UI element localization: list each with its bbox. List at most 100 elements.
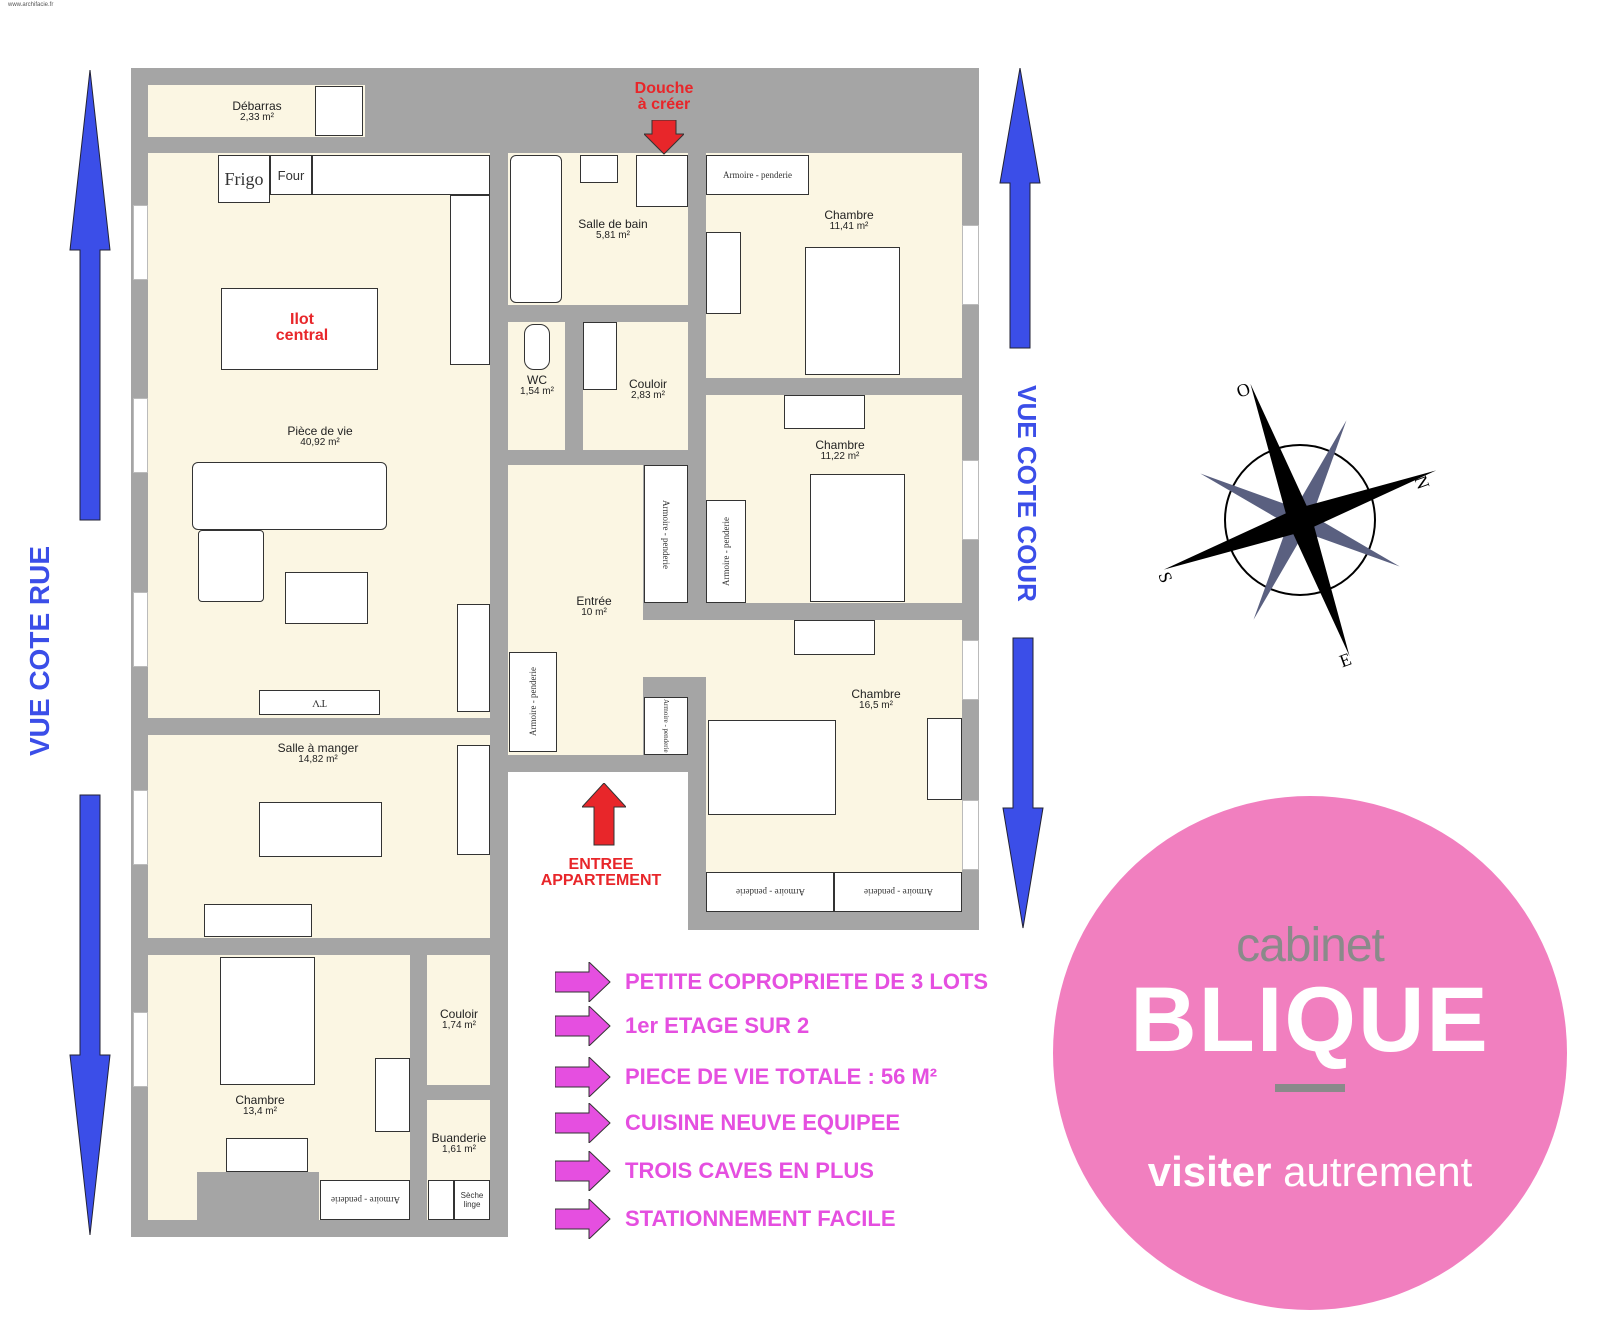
desk — [706, 232, 741, 314]
room-area: 5,81 m² — [596, 230, 630, 241]
room-name: Chambre — [235, 1093, 285, 1107]
sofa — [192, 462, 387, 530]
room-name: Buanderie — [431, 1131, 487, 1145]
compass-rose-icon — [1163, 383, 1437, 657]
window — [133, 398, 148, 473]
coffee-table — [285, 572, 368, 624]
wardrobe: Armoire - penderie — [706, 155, 809, 195]
cabinet — [927, 718, 962, 800]
logo-tagline-bold: visiter — [1147, 1148, 1272, 1195]
shower — [636, 155, 688, 207]
window — [133, 205, 148, 280]
central-island — [221, 288, 378, 370]
feature-item: 1er ETAGE SUR 2 — [555, 1006, 809, 1046]
room-area: 11,22 m² — [820, 451, 860, 462]
cabinet-blique-logo: cabinet BLIQUE visiter autrement — [1053, 796, 1567, 1310]
room-couloir-entree-ch3 — [643, 620, 706, 677]
logo-tagline-rest: autrement — [1283, 1148, 1473, 1195]
room-name: Salle de bain — [578, 217, 648, 231]
right-double-arrow — [999, 68, 1044, 929]
window — [133, 1012, 148, 1087]
room-area: 11,41 m² — [829, 221, 869, 232]
tv-label: TV — [312, 696, 327, 709]
room-name: Chambre — [824, 208, 874, 222]
entrance-label: ENTREE APPARTEMENT — [540, 856, 662, 889]
bed — [810, 474, 905, 602]
window — [133, 592, 148, 667]
room-name: Salle à manger — [277, 741, 359, 755]
pink-arrow-icon — [555, 1006, 611, 1046]
feature-item: CUISINE NEUVE EQUIPEE — [555, 1103, 900, 1143]
label-vue-cote-rue: VUE COTE RUE — [24, 545, 56, 757]
room-area: 1,74 m² — [442, 1020, 476, 1031]
logo-brand: BLIQUE — [1130, 969, 1490, 1071]
feature-text: 1er ETAGE SUR 2 — [625, 1013, 810, 1038]
pink-arrow-icon — [555, 1151, 611, 1191]
room-name: Pièce de vie — [287, 424, 353, 438]
kitchen-counter — [312, 155, 490, 195]
window — [133, 790, 148, 865]
sink — [580, 155, 618, 183]
left-double-arrow — [69, 70, 111, 1236]
bed — [805, 247, 900, 375]
room-area: 13,4 m² — [243, 1106, 277, 1117]
entrance-arrow-icon — [582, 783, 626, 846]
room-name: Couloir — [628, 377, 668, 391]
desk — [375, 1058, 410, 1132]
wardrobe: Armoire - penderie — [509, 652, 557, 752]
feature-text: STATIONNEMENT FACILE — [625, 1206, 896, 1231]
cabinet — [583, 322, 617, 390]
central-island-label: Ilot central — [275, 311, 329, 344]
wardrobe: Armoire - penderie — [706, 500, 746, 603]
pink-arrow-icon — [555, 1199, 611, 1239]
kitchen-counter-side — [450, 195, 490, 365]
logo-tagline: visiter autrement — [1053, 1148, 1567, 1196]
sofa-chaise — [198, 530, 264, 602]
toilet — [524, 324, 550, 370]
feature-text: PETITE COPROPRIETE DE 3 LOTS — [625, 969, 989, 994]
label-vue-cote-cour: VUE COTE COUR — [1011, 385, 1042, 602]
bathtub — [510, 155, 562, 303]
room-area: 1,61 m² — [442, 1144, 476, 1155]
window — [962, 225, 979, 305]
freezer-icon — [315, 86, 363, 136]
sideboard — [457, 745, 490, 855]
wardrobe: Armoire - penderie — [834, 872, 962, 912]
room-area: 16,5 m² — [859, 700, 893, 711]
window — [962, 460, 979, 540]
sideboard-low — [204, 904, 312, 937]
room-area: 1,54 m² — [520, 386, 554, 397]
room-area: 2,33 m² — [240, 112, 274, 123]
pink-arrow-icon — [555, 1103, 611, 1143]
tv-unit: TV — [259, 690, 380, 715]
window — [962, 640, 979, 700]
room-area: 10 m² — [581, 607, 607, 618]
feature-item: PETITE COPROPRIETE DE 3 LOTS — [555, 962, 988, 1002]
fridge: Frigo — [218, 155, 270, 203]
pink-arrow-icon — [555, 1057, 611, 1097]
desk — [784, 395, 865, 429]
feature-item: TROIS CAVES EN PLUS — [555, 1151, 874, 1191]
feature-text: PIECE DE VIE TOTALE : 56 M² — [625, 1064, 938, 1089]
room-name: Chambre — [851, 687, 901, 701]
wall-block — [197, 1172, 319, 1220]
room-area: 40,92 m² — [300, 437, 340, 448]
room-area: 2,83 m² — [631, 390, 665, 401]
window — [962, 800, 979, 870]
logo-underline — [1275, 1084, 1345, 1092]
bed — [220, 957, 315, 1085]
pink-arrow-icon — [555, 962, 611, 1002]
dryer: Sèche linge — [454, 1180, 490, 1220]
washing-machine — [428, 1180, 454, 1220]
watermark: www.archifacie.fr — [8, 2, 54, 8]
